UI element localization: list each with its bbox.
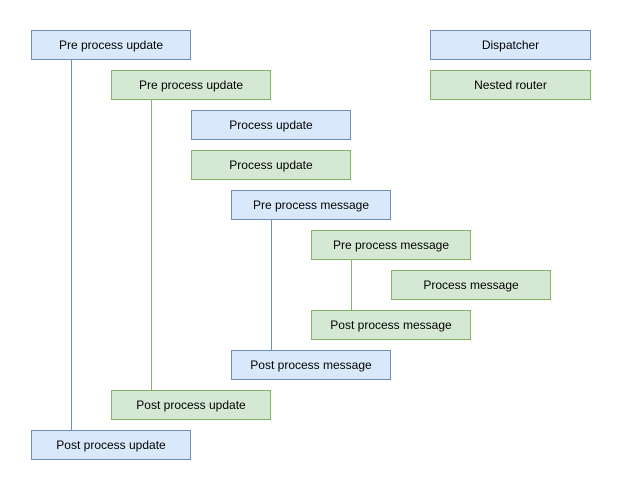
legend-dispatcher: Dispatcher bbox=[430, 30, 591, 60]
connector-dispatcher-message-span bbox=[271, 220, 272, 350]
node-router-pre-process-message: Pre process message bbox=[311, 230, 471, 260]
connector-router-update-span bbox=[151, 100, 152, 390]
node-router-post-process-update: Post process update bbox=[111, 390, 271, 420]
node-dispatcher-post-process-update: Post process update bbox=[31, 430, 191, 460]
node-dispatcher-process-update: Process update bbox=[191, 110, 351, 140]
node-dispatcher-pre-process-update: Pre process update bbox=[31, 30, 191, 60]
node-router-post-process-message: Post process message bbox=[311, 310, 471, 340]
node-router-pre-process-update: Pre process update bbox=[111, 70, 271, 100]
node-dispatcher-post-process-message: Post process message bbox=[231, 350, 391, 380]
node-router-process-update: Process update bbox=[191, 150, 351, 180]
legend-nested-router: Nested router bbox=[430, 70, 591, 100]
connector-router-message-span bbox=[351, 260, 352, 310]
connector-dispatcher-update-span bbox=[71, 60, 72, 430]
node-router-process-message: Process message bbox=[391, 270, 551, 300]
node-dispatcher-pre-process-message: Pre process message bbox=[231, 190, 391, 220]
